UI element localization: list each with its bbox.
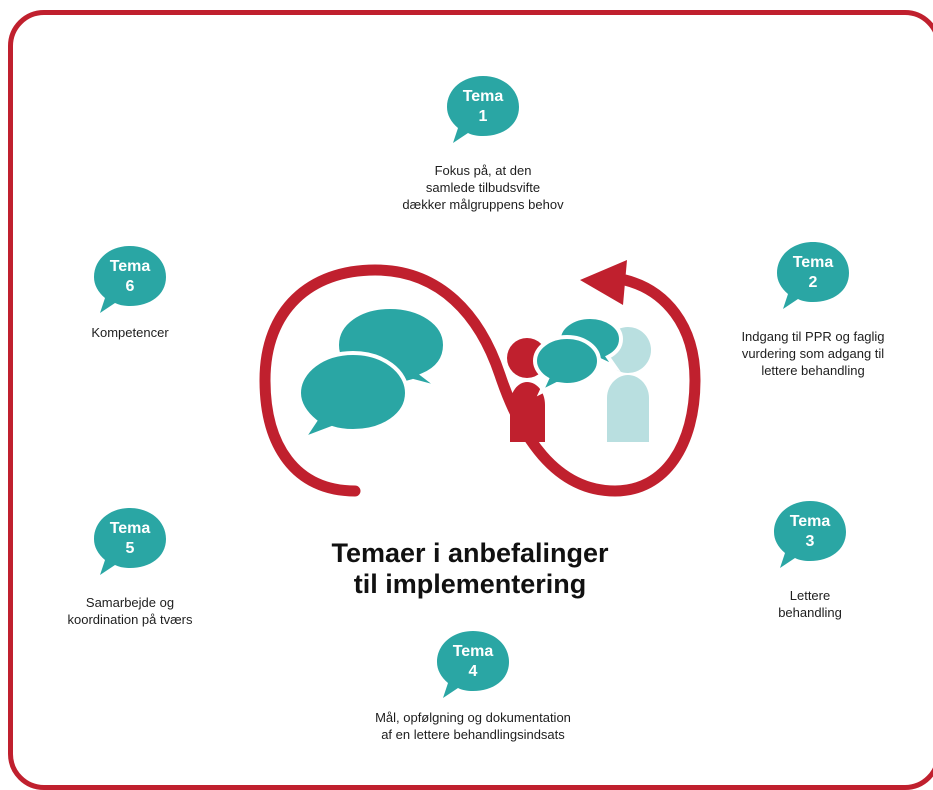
theme-label: Tema [462, 88, 504, 105]
theme-description: Indgang til PPR og faglig vurdering som … [741, 329, 885, 378]
speech-bubble-icon: Tema 4 [433, 625, 513, 705]
theme-5: Tema 5 Samarbejde og koordination på tvær… [10, 502, 250, 628]
speech-bubble-icon: Tema 6 [90, 240, 170, 320]
theme-description: Lettere behandling [778, 588, 842, 620]
people-talking-icon [507, 314, 651, 442]
theme-label: Tema [452, 643, 494, 660]
theme-number: 2 [808, 274, 818, 291]
theme-description: Kompetencer [91, 325, 169, 340]
theme-number: 3 [805, 533, 815, 550]
speech-bubble-icon: Tema 1 [443, 70, 523, 150]
speech-bubbles-icon [296, 304, 448, 444]
theme-description: Samarbejde og koordination på tværs [67, 595, 193, 627]
speech-bubble-icon: Tema 5 [90, 502, 170, 582]
diagram-title: Temaer i anbefalinger til implementering [331, 538, 609, 599]
theme-3: Tema 3 Lettere behandling [690, 495, 930, 621]
theme-number: 4 [468, 663, 478, 680]
theme-label: Tema [109, 520, 151, 537]
theme-label: Tema [789, 513, 831, 530]
arrow-head [580, 260, 627, 305]
theme-6: Tema 6 Kompetencer [10, 240, 250, 341]
theme-number: 1 [478, 108, 488, 125]
theme-description: Fokus på, at den samlede tilbudsvifte dæ… [402, 163, 564, 212]
theme-2: Tema 2 Indgang til PPR og faglig vurderin… [693, 236, 933, 379]
infinity-arrow-icon [259, 260, 701, 497]
theme-number: 6 [125, 278, 135, 295]
theme-label: Tema [792, 254, 834, 271]
theme-4: Tema 4 Mål, opfølgning og dokumentation a… [353, 625, 593, 743]
speech-bubble-icon: Tema 2 [773, 236, 853, 316]
theme-number: 5 [125, 540, 135, 557]
theme-1: Tema 1 Fokus på, at den samlede tilbudsvi… [363, 70, 603, 213]
theme-description: Mål, opfølgning og dokumentation af en l… [375, 710, 571, 742]
theme-label: Tema [109, 258, 151, 275]
speech-bubble-icon: Tema 3 [770, 495, 850, 575]
